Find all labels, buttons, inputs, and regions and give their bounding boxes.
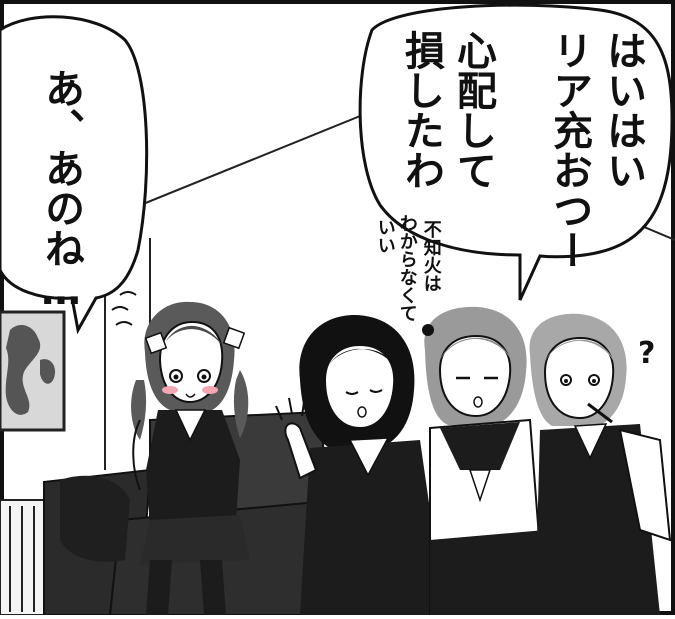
character-girl-waving: [275, 315, 445, 615]
wall-map-picture: [0, 310, 66, 432]
speech-bubble-left: [0, 15, 149, 335]
question-mark: ?: [638, 336, 656, 371]
speech-bubble-right: [358, 3, 674, 301]
character-girl-sailor: [422, 306, 548, 616]
speech-right-line-3: 心配して: [450, 30, 496, 190]
speech-right-line-2: リア充おつー: [546, 30, 592, 270]
aside-line-2: わからなくて: [396, 214, 418, 322]
speech-right-line-1: はいはい: [600, 30, 646, 190]
character-girl-sitting: [131, 301, 250, 615]
aside-line-3: いい: [374, 218, 396, 254]
speech-right-line-4: 損したわ: [398, 30, 444, 190]
speech-left-text: あ、あのね…: [38, 68, 84, 314]
character-girl-right: [529, 313, 672, 615]
sweat-marks: [111, 291, 137, 326]
aside-line-1: 不知火は: [420, 220, 442, 292]
